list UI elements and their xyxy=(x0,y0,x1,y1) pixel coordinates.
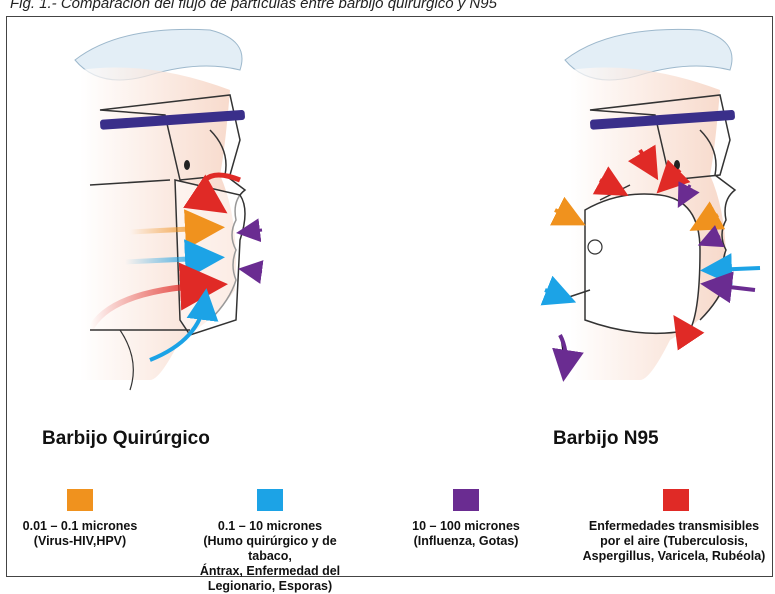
arrow-blue-lower-right xyxy=(545,290,565,298)
legend-swatch-blue xyxy=(257,489,283,511)
n95-valve xyxy=(588,240,602,254)
eye-left xyxy=(184,160,190,170)
surgical-mask-title: Barbijo Quirúrgico xyxy=(42,428,210,450)
legend-text-red: Enfermedades transmisibles por el aire (… xyxy=(575,519,773,564)
legend-text-orange: 0.01 – 0.1 micrones (Virus-HIV,HPV) xyxy=(10,519,150,549)
arrow-blue-right xyxy=(712,268,760,270)
n95-mask-title: Barbijo N95 xyxy=(553,428,659,450)
legend-text-blue: 0.1 – 10 micrones (Humo quirúrgico y de … xyxy=(180,519,360,594)
illustration xyxy=(0,0,775,579)
legend-swatch-red xyxy=(663,489,689,511)
legend-swatch-purple xyxy=(453,489,479,511)
eye-right xyxy=(674,160,680,170)
surgical-mask-figure xyxy=(75,29,262,390)
legend-text-purple: 10 – 100 micrones (Influenza, Gotas) xyxy=(396,519,536,549)
arrow-purple-lower-right xyxy=(560,335,566,370)
n95-mask-figure xyxy=(545,29,760,380)
n95-body xyxy=(585,194,700,333)
legend-swatch-orange xyxy=(67,489,93,511)
arrow-purple-1-left xyxy=(245,230,262,232)
arrow-purple-2-left xyxy=(247,270,262,272)
